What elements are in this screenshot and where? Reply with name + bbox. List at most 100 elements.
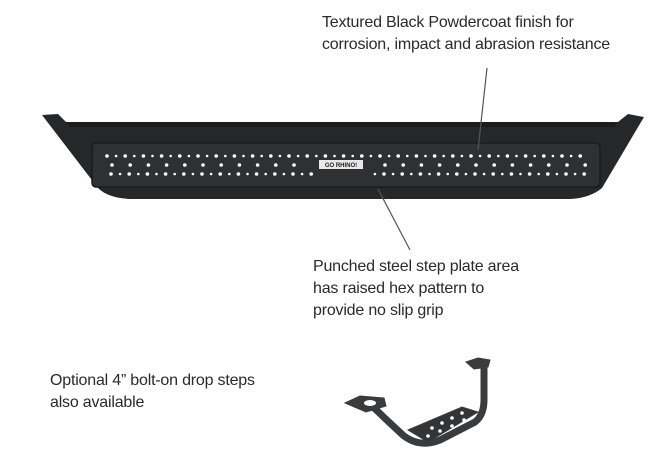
hole: [582, 172, 586, 176]
hole: [178, 154, 182, 158]
hole: [146, 163, 151, 167]
callout-line-step-plate: [377, 188, 411, 251]
hole: [414, 154, 419, 158]
hole: [187, 154, 191, 158]
hole: [254, 172, 259, 176]
hole: [378, 154, 382, 158]
hole: [141, 154, 146, 158]
hole: [237, 163, 242, 167]
hole: [118, 172, 122, 176]
hole: [151, 154, 154, 158]
hole: [264, 172, 268, 176]
hole: [209, 172, 213, 176]
hole: [573, 172, 577, 176]
hole: [505, 154, 510, 158]
hole: [564, 172, 568, 176]
hole: [133, 154, 136, 158]
hole: [127, 172, 131, 176]
hole: [578, 154, 582, 158]
hole: [173, 172, 176, 176]
hole: [218, 172, 222, 176]
hole: [269, 154, 273, 158]
hole: [282, 172, 286, 176]
hole: [236, 172, 241, 176]
hole: [492, 163, 497, 167]
hole: [482, 172, 486, 176]
hole: [333, 154, 336, 158]
hole: [128, 163, 132, 167]
hole: [546, 172, 550, 176]
hole: [555, 172, 559, 176]
hole: [497, 154, 500, 158]
hole: [428, 172, 431, 176]
hole: [255, 163, 260, 167]
callout-drop-steps: Optional 4” bolt-on drop steps also avai…: [50, 370, 255, 414]
hole: [446, 172, 450, 176]
hole: [437, 163, 442, 167]
hole: [418, 172, 423, 176]
hole: [432, 154, 437, 158]
hole: [341, 154, 346, 158]
hole: [510, 163, 515, 167]
hole: [464, 172, 468, 176]
hole: [114, 154, 118, 158]
hole: [196, 154, 200, 158]
hole: [523, 154, 528, 158]
hole: [232, 154, 237, 158]
hole: [163, 172, 168, 176]
callout-finish: Textured Black Powdercoat finish for cor…: [322, 12, 610, 56]
hole: [560, 154, 564, 158]
callout-line-finish: [477, 67, 488, 151]
running-board: GO RHINO!: [42, 114, 644, 199]
hole: [527, 172, 532, 176]
hole: [214, 154, 218, 158]
hole: [442, 154, 446, 158]
hole: [451, 154, 455, 158]
hole: [224, 154, 227, 158]
hole: [250, 154, 255, 158]
hole: [191, 172, 195, 176]
callout-step-plate-line-2: has raised hex pattern to: [313, 280, 485, 297]
hole: [387, 154, 391, 158]
hole: [109, 172, 113, 176]
hole: [515, 154, 518, 158]
hole: [509, 172, 514, 176]
hole: [315, 154, 318, 158]
hole: [219, 163, 223, 167]
hole: [369, 154, 373, 158]
hole: [487, 154, 492, 158]
hole: [137, 172, 140, 176]
hole: [200, 172, 204, 176]
hole: [278, 154, 282, 158]
hole: [155, 172, 158, 176]
hole: [273, 172, 277, 176]
hole-pattern: [105, 154, 587, 176]
hole: [123, 154, 127, 158]
hole: [474, 163, 478, 167]
hole: [228, 172, 231, 176]
hole: [105, 154, 109, 158]
logo-badge: [319, 160, 363, 169]
hole: [382, 172, 386, 176]
hole: [305, 154, 310, 158]
hole: [396, 154, 401, 158]
hole: [424, 154, 427, 158]
callout-step-plate: Punched steel step plate area has raised…: [313, 256, 519, 322]
hole: [542, 154, 546, 158]
hole: [169, 154, 172, 158]
hole: [537, 172, 540, 176]
hole: [519, 172, 522, 176]
hole: [547, 163, 551, 167]
hole: [401, 163, 406, 167]
hole: [287, 154, 291, 158]
hole: [473, 172, 477, 176]
hole: [291, 172, 295, 176]
hole: [456, 163, 460, 167]
hole: [309, 172, 314, 176]
callout-step-plate-line-3: provide no slip grip: [313, 302, 444, 319]
hole: [583, 163, 587, 167]
hole: [292, 163, 296, 167]
hole: [460, 154, 464, 158]
hole: [406, 154, 409, 158]
